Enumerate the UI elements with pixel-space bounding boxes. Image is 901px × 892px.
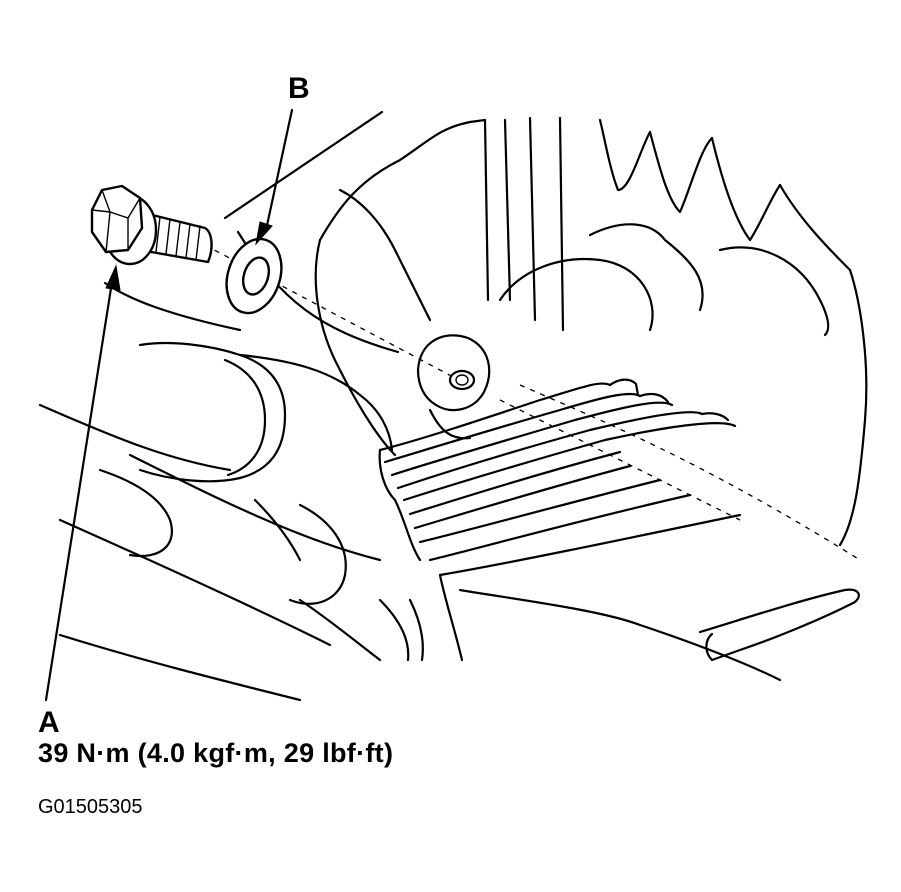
- washer-b: [225, 237, 283, 315]
- figure-id: G01505305: [38, 796, 143, 818]
- callout-label-b: B: [288, 72, 310, 105]
- transmission-case: [314, 116, 868, 547]
- leader-a: [44, 264, 121, 702]
- leader-b: [255, 108, 294, 246]
- oil-pan: [378, 378, 861, 682]
- torque-spec: 39 N·m (4.0 kgf·m, 29 lbf·ft): [38, 738, 394, 768]
- pipes: [98, 341, 410, 662]
- callout-label-a: A: [38, 706, 60, 739]
- drain-boss: [416, 334, 491, 440]
- background-lines: [38, 110, 400, 702]
- bolt-a: [90, 184, 213, 266]
